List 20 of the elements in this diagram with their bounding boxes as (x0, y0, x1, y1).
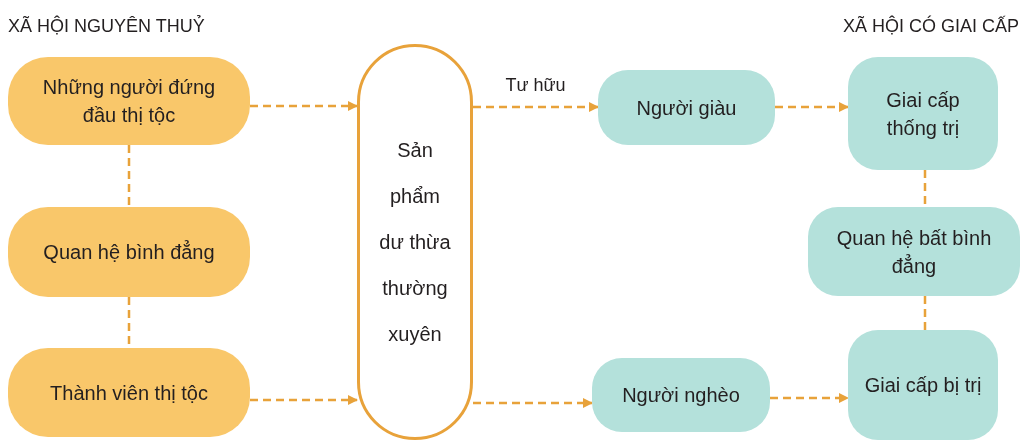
dashed-connector (923, 170, 927, 207)
process-box: Người giàu (598, 70, 775, 145)
process-box: Giai cấp bị trị (848, 330, 998, 440)
rounded-column-box: Sản phẩm dư thừa thường xuyên (357, 44, 473, 440)
dashed-arrow (775, 102, 849, 112)
process-box: Giai cấp thống trị (848, 57, 998, 170)
section-heading: XÃ HỘI NGUYÊN THUỶ (8, 16, 205, 37)
dashed-arrow (473, 102, 599, 112)
process-box: Quan hệ bất bình đẳng (808, 207, 1020, 296)
dashed-arrow (250, 395, 358, 405)
section-heading: XÃ HỘI CÓ GIAI CẤP (842, 16, 1019, 37)
dashed-arrow (473, 398, 593, 408)
dashed-arrow (250, 101, 358, 111)
dashed-arrow (770, 393, 849, 403)
dashed-connector (923, 296, 927, 330)
process-box: Quan hệ bình đẳng (8, 207, 250, 297)
process-box: Người nghèo (592, 358, 770, 432)
dashed-connector (127, 145, 131, 207)
process-box: Thành viên thị tộc (8, 348, 250, 437)
process-box: Những người đứng đầu thị tộc (8, 57, 250, 145)
